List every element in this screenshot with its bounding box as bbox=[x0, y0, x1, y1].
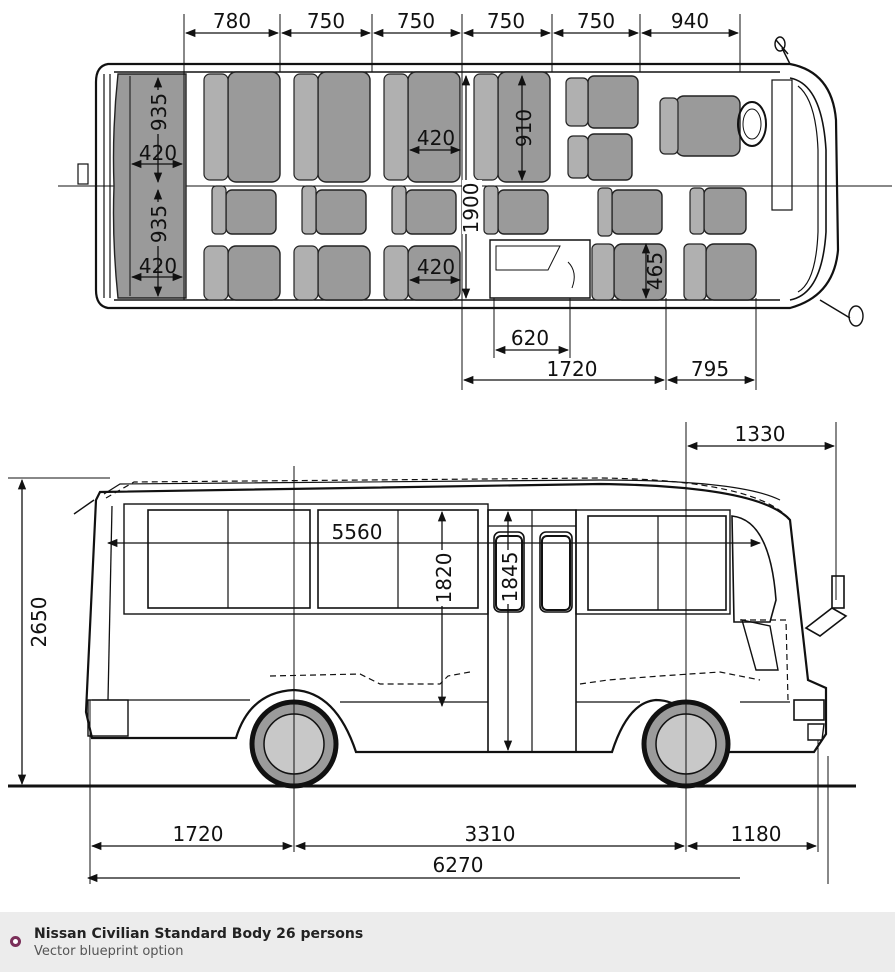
door-width-label: 620 bbox=[511, 326, 549, 350]
rear-bench-dims: 935 935 420 420 bbox=[130, 76, 184, 298]
seat-width-upper: 420 bbox=[417, 126, 455, 150]
pitch-dim-5: 750 bbox=[577, 9, 615, 33]
door-to-axle-label: 1720 bbox=[547, 357, 598, 381]
seat-depth-910: 910 bbox=[512, 74, 536, 182]
interior-width-dim: 1900 bbox=[459, 74, 483, 300]
interior-length-label: 5560 bbox=[332, 520, 383, 544]
seat-width-lower: 420 bbox=[417, 255, 455, 279]
seat-width-dims: 420 420 bbox=[408, 126, 462, 285]
rear-depth-lower: 935 bbox=[147, 205, 171, 243]
total-length-label: 6270 bbox=[433, 853, 484, 877]
front-to-seat-label: 1330 bbox=[735, 422, 786, 446]
rear-width-lower: 420 bbox=[139, 254, 177, 278]
pitch-dim-3: 750 bbox=[397, 9, 435, 33]
radio-circle-icon[interactable] bbox=[10, 936, 21, 947]
axle-to-front-seat-label: 795 bbox=[691, 357, 729, 381]
front-overhang-label: 1180 bbox=[731, 822, 782, 846]
top-view: 780 750 750 750 750 940 935 935 420 420 … bbox=[58, 9, 892, 390]
door-dims: 620 1720 795 bbox=[462, 298, 757, 390]
pitch-dim-6: 940 bbox=[671, 9, 709, 33]
height-label: 2650 bbox=[27, 597, 51, 648]
blueprint-drawing: 780 750 750 750 750 940 935 935 420 420 … bbox=[8, 9, 892, 884]
pitch-dim-2: 750 bbox=[307, 9, 345, 33]
door-height-label: 1845 bbox=[498, 552, 522, 603]
window-height-label: 1820 bbox=[432, 553, 456, 604]
rear-overhang-label: 1720 bbox=[173, 822, 224, 846]
pitch-dim-4: 750 bbox=[487, 9, 525, 33]
caption-bar: Nissan Civilian Standard Body 26 persons… bbox=[0, 912, 895, 972]
wheelbase-label: 3310 bbox=[465, 822, 516, 846]
pitch-dims: 780 750 750 750 750 940 bbox=[183, 9, 741, 390]
seat-depth-910-label: 910 bbox=[512, 109, 536, 147]
caption-title: Nissan Civilian Standard Body 26 persons bbox=[34, 926, 364, 942]
side-view: 1330 2650 5560 1820 1845 1720 3310 1180 … bbox=[8, 422, 856, 884]
interior-width-label: 1900 bbox=[459, 183, 483, 234]
rear-width-upper: 420 bbox=[139, 141, 177, 165]
caption-subtitle: Vector blueprint option bbox=[34, 944, 184, 959]
pitch-dim-1: 780 bbox=[213, 9, 251, 33]
seat-depth-465-label: 465 bbox=[643, 252, 667, 290]
rear-depth-upper: 935 bbox=[147, 93, 171, 131]
seat-depth-465: 465 bbox=[641, 242, 667, 300]
